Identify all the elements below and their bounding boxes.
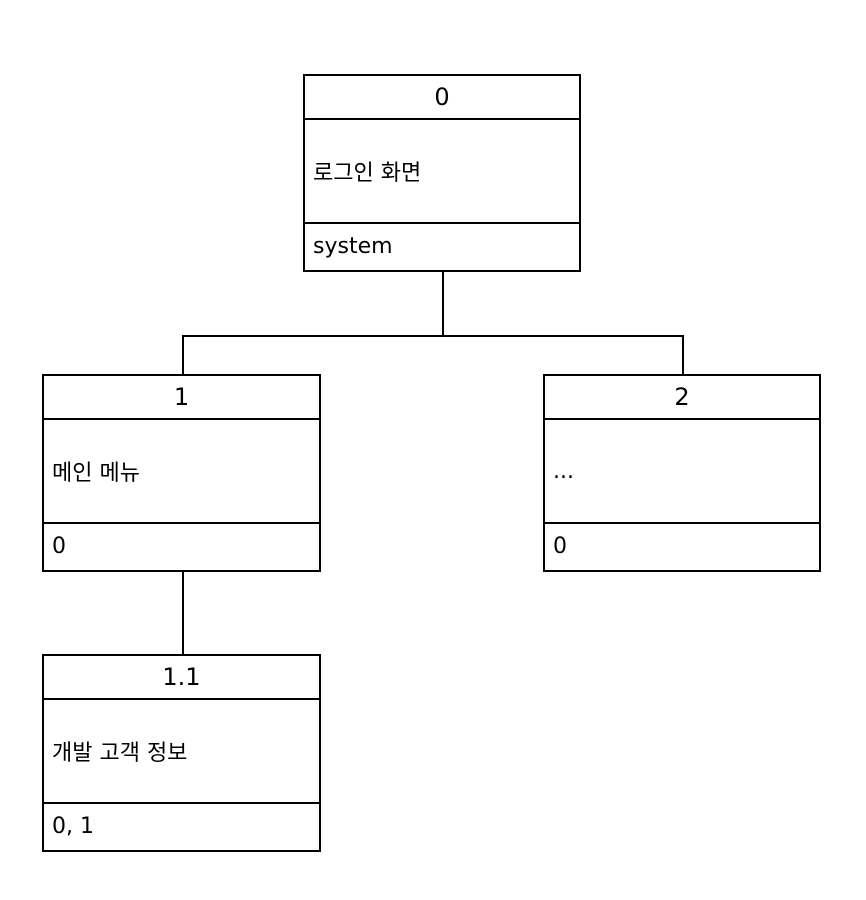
- node-title: 메인 메뉴: [44, 420, 319, 524]
- node-number: 2: [545, 376, 819, 420]
- node-title: ...: [545, 420, 819, 524]
- node-ellipsis: 2 ... 0: [543, 374, 821, 572]
- node-number: 1: [44, 376, 319, 420]
- node-main-menu: 1 메인 메뉴 0: [42, 374, 321, 572]
- node-dev-customer-info: 1.1 개발 고객 정보 0, 1: [42, 654, 321, 852]
- node-footer: 0: [553, 533, 567, 559]
- node-title: 로그인 화면: [305, 120, 579, 224]
- node-number: 0: [305, 76, 579, 120]
- node-number: 1.1: [44, 656, 319, 700]
- node-title: 개발 고객 정보: [44, 700, 319, 804]
- node-footer: 0: [52, 533, 66, 559]
- node-footer: 0, 1: [52, 813, 94, 839]
- node-login-screen: 0 로그인 화면 system: [303, 74, 581, 272]
- node-footer: system: [313, 233, 393, 259]
